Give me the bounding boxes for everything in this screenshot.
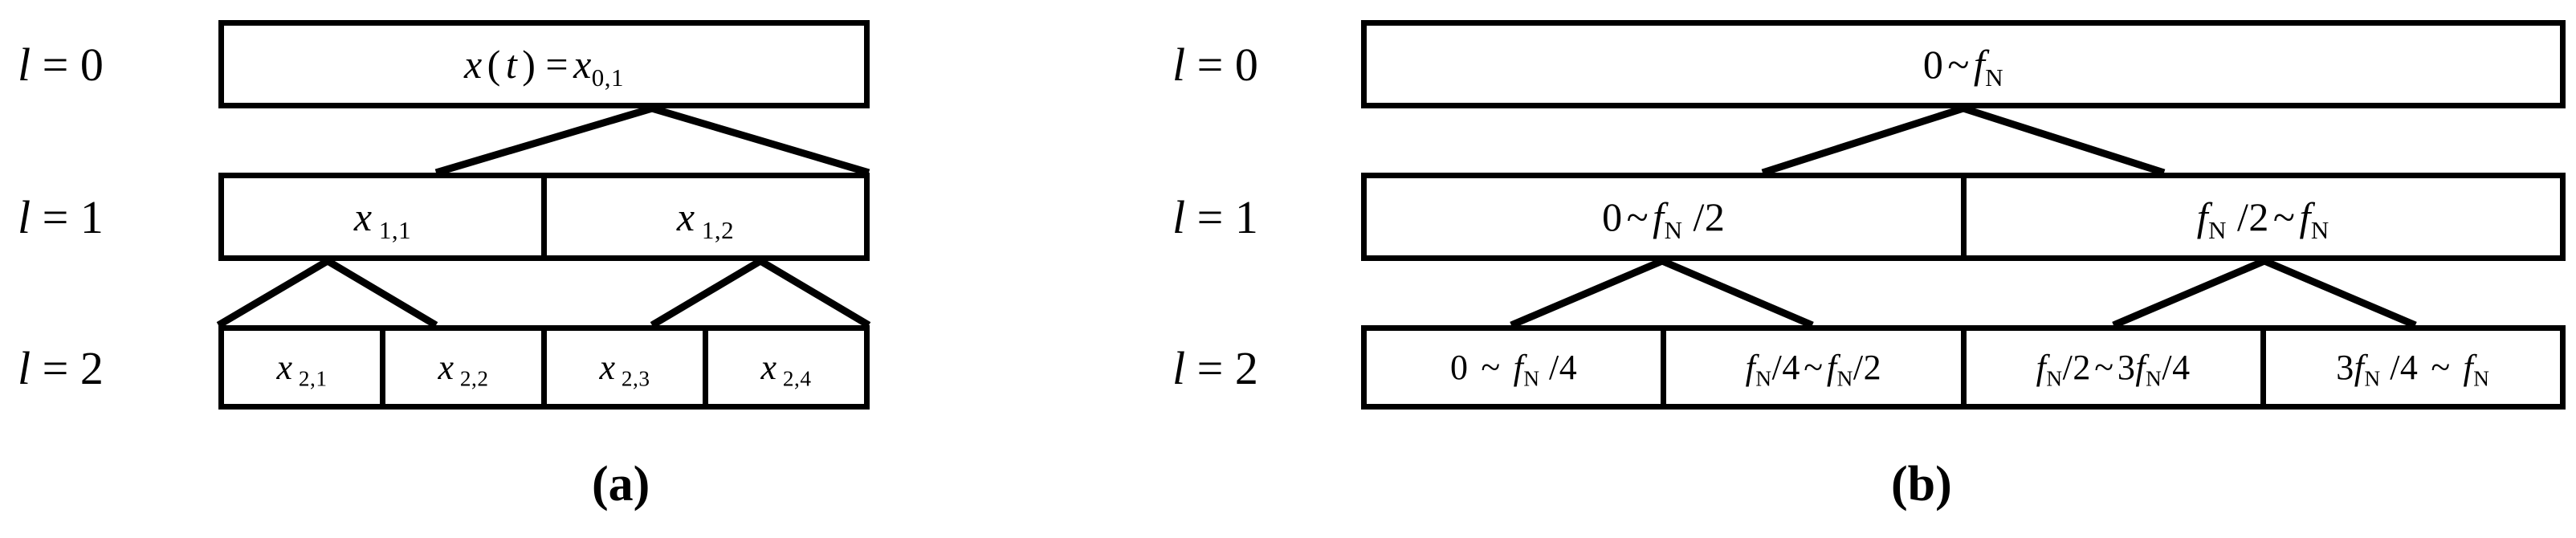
panel-a-node-2-1[interactable]: x 2,1 [224,331,385,404]
panel-a-node-2-3[interactable]: x 2,3 [547,331,708,404]
panel-b-band-1-1[interactable]: 0~fN /2 [1367,178,1967,255]
panel-a-node-1-2[interactable]: x 1,2 [547,178,864,255]
level-label-a-2-eq: = [42,342,69,394]
level-label-a-0-eq: = [42,39,69,91]
panel-b-band-0-1-text: 0~fN [1922,42,2004,92]
level-label-b-2-var: l [1172,342,1186,394]
level-label-b-0-var: l [1172,39,1186,91]
panel-b-row-level-1: 0~fN /2 fN /2~fN [1361,173,2566,261]
level-label-a-1-eq: = [42,191,69,243]
panel-b-band-1-2[interactable]: fN /2~fN [1967,178,2561,255]
panel-a-node-1-2-text: x 1,2 [676,194,735,244]
level-label-a-1-var: l [18,191,31,243]
panel-a-node-1-1-text: x 1,1 [353,194,412,244]
level-label-a-2-val: 2 [79,342,104,394]
panel-a-node-2-4-text: x 2,4 [760,347,812,391]
panel-a-node-2-3-text: x 2,3 [599,347,650,391]
panel-b-band-1-2-text: fN /2~fN [2196,194,2329,244]
panel-a-node-2-1-text: x 2,1 [276,347,328,391]
level-label-b-1-val: 1 [1234,191,1258,243]
level-label-b-2-val: 2 [1234,342,1258,394]
panel-a-row-level-2: x 2,1 x 2,2 x 2,3 x 2,4 [218,325,870,410]
level-label-a-2-var: l [18,342,31,394]
level-label-a-0: l = 0 [18,42,104,88]
panel-b-band-2-3[interactable]: fN/2~3fN/4 [1967,331,2266,404]
panel-a-node-2-2-text: x 2,2 [438,347,489,391]
level-label-b-2: l = 2 [1172,345,1258,392]
panel-a-node-1-1[interactable]: x 1,1 [224,178,547,255]
panel-b-band-2-2[interactable]: fN/4~fN/2 [1666,331,1967,404]
panel-a-node-0-1[interactable]: x(t)=x0,1 [224,26,864,103]
panel-b-band-2-4[interactable]: 3fN /4 ~ fN [2266,331,2560,404]
level-label-a-0-val: 0 [79,39,104,91]
level-label-a-2: l = 2 [18,345,104,392]
panel-b-row-level-0: 0~fN [1361,20,2566,108]
level-label-a-0-var: l [18,39,31,91]
panel-b-band-2-1[interactable]: 0 ~ fN /4 [1367,331,1667,404]
panel-a-node-0-1-text: x(t)=x0,1 [463,42,625,92]
panel-a-node-2-2[interactable]: x 2,2 [385,331,547,404]
panel-b-band-2-1-text: 0 ~ fN /4 [1449,347,1578,391]
panel-b-band-2-3-text: fN/2~3fN/4 [2036,347,2191,391]
panel-b-row-level-2: 0 ~ fN /4 fN/4~fN/2 fN/2~3fN/4 3fN /4 ~ … [1361,325,2566,410]
level-label-b-1-var: l [1172,191,1186,243]
panel-b-band-2-4-text: 3fN /4 ~ fN [2336,347,2490,391]
panel-a-row-level-0: x(t)=x0,1 [218,20,870,108]
panel-b: l = 0 l = 1 l = 2 0~fN 0~fN /2 fN /2~fN [1148,0,2576,538]
panel-a-caption: (a) [592,457,650,512]
level-label-b-0: l = 0 [1172,42,1258,88]
panel-a-row-level-1: x 1,1 x 1,2 [218,173,870,261]
level-label-b-1: l = 1 [1172,194,1258,241]
level-label-b-1-eq: = [1196,191,1224,243]
panel-b-band-0-1[interactable]: 0~fN [1367,26,2560,103]
panel-a-node-2-4[interactable]: x 2,4 [708,331,864,404]
panel-b-caption: (b) [1891,457,1952,512]
panel-b-band-1-1-text: 0~fN /2 [1602,194,1726,244]
panel-a: l = 0 l = 1 l = 2 x(t)=x0,1 x 1,1 x 1,2 [0,0,1148,538]
level-label-a-1-val: 1 [79,191,104,243]
level-label-b-2-eq: = [1196,342,1224,394]
level-label-b-0-val: 0 [1234,39,1258,91]
level-label-a-1: l = 1 [18,194,104,241]
level-label-b-0-eq: = [1196,39,1224,91]
panel-b-band-2-2-text: fN/4~fN/2 [1745,347,1882,391]
